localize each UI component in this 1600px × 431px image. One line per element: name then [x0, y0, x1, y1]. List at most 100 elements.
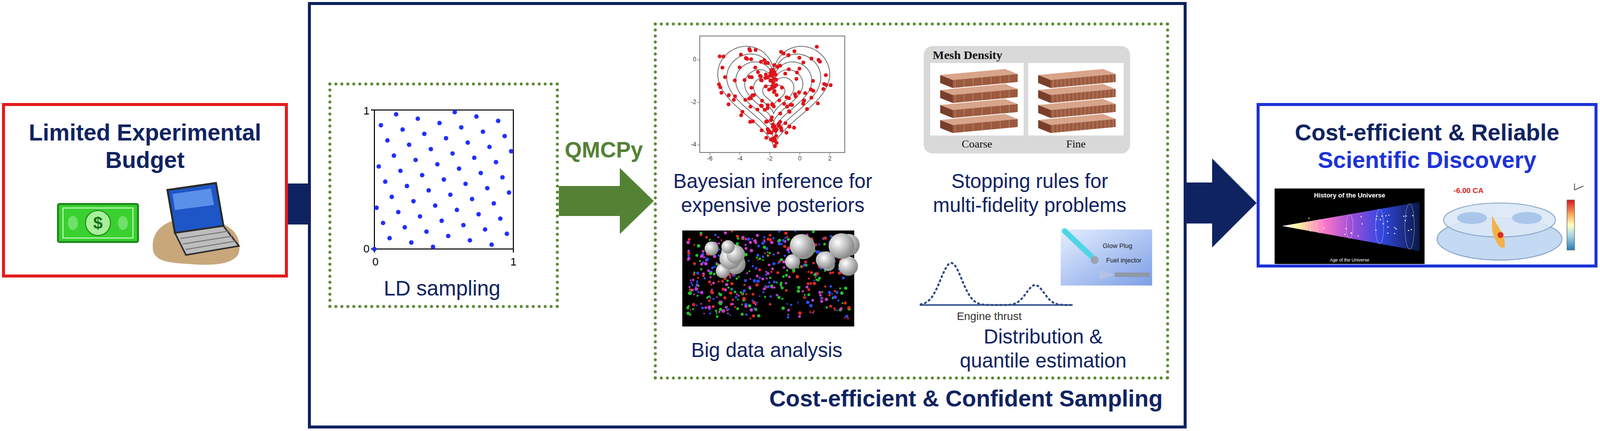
particle-image-part	[836, 309, 839, 312]
posterior-plot-part	[784, 95, 789, 100]
particle-image-part	[687, 251, 691, 255]
particle-image-part	[718, 301, 722, 305]
particle-image-part	[838, 254, 841, 257]
mesh-images-part	[1089, 106, 1090, 115]
particle-image-part	[693, 263, 696, 266]
sampling-panel: LD sampling	[328, 82, 559, 308]
mesh-images-part	[1065, 93, 1066, 102]
particle-image-part	[818, 243, 821, 246]
particle-image-part	[784, 236, 787, 239]
posterior-plot-part	[786, 52, 791, 57]
particle-image-part	[717, 242, 720, 245]
particle-image-part	[745, 312, 748, 316]
particle-image-part	[757, 258, 759, 261]
mesh-images-part	[940, 74, 953, 88]
posterior-plot-part	[749, 95, 754, 100]
particle-image-part	[736, 237, 740, 240]
posterior-plot-part	[771, 80, 776, 85]
posterior-plot-part	[828, 83, 833, 88]
mesh-images-part	[1061, 78, 1062, 87]
particle-image-part	[726, 279, 729, 282]
lattice-point	[454, 207, 460, 212]
particle-image-part	[839, 306, 843, 310]
mesh-images-part	[952, 73, 1018, 88]
lattice-point	[400, 127, 405, 132]
posterior-plot-part	[772, 89, 777, 94]
mesh-images-part	[1038, 68, 1116, 80]
particle-image-part	[786, 248, 790, 252]
posterior-plot-part	[749, 75, 754, 80]
particle-image-part	[722, 255, 725, 258]
particle-image-part	[689, 289, 691, 292]
laptop-icon-part	[185, 240, 237, 250]
axis-tick: 1	[363, 104, 370, 117]
mesh-images-part	[1105, 119, 1106, 128]
mesh-images-part	[940, 104, 953, 118]
posterior-plot-part	[823, 72, 828, 77]
posterior-plot-part	[769, 67, 774, 72]
posterior-plot-part	[762, 107, 767, 112]
particle-image-part	[700, 262, 704, 266]
particle-image-part	[829, 304, 833, 308]
particle-image-part	[686, 306, 690, 310]
particle-image-part	[844, 252, 848, 256]
particle-image-part	[703, 255, 706, 258]
particle-image-part	[720, 269, 723, 272]
particle-image-part	[812, 249, 816, 253]
mesh-images-part	[1009, 89, 1010, 98]
lattice-point	[469, 196, 475, 202]
particle-image-part	[719, 247, 742, 270]
particle-image-part	[726, 307, 729, 311]
particle-image-part	[789, 265, 793, 269]
particle-image-part	[777, 295, 781, 299]
particle-image-part	[709, 275, 712, 278]
particle-image-part	[787, 246, 791, 250]
mesh-images-part	[1061, 93, 1062, 102]
particle-image-part	[741, 292, 745, 296]
particle-image-part	[833, 263, 836, 266]
particle-image-part	[837, 233, 860, 256]
particle-image-part	[700, 267, 702, 270]
particle-image-part	[726, 309, 729, 312]
particle-image-part	[709, 270, 713, 274]
particle-image-part	[711, 304, 715, 308]
particle-image-part	[833, 295, 837, 299]
universe-image-part	[1376, 215, 1378, 217]
mesh-images-part	[1057, 79, 1058, 88]
particle-image-part	[733, 305, 736, 308]
particle-image-part	[815, 278, 818, 281]
particle-image-part	[687, 249, 690, 253]
posterior-plot-part	[768, 70, 773, 75]
particle-image-part	[826, 256, 829, 259]
posterior-plot-part	[765, 102, 770, 107]
mesh-images-part	[940, 119, 953, 133]
particle-image-part	[765, 246, 769, 250]
mesh-images-part	[952, 88, 1018, 103]
posterior-plot-part	[771, 122, 776, 127]
particle-image-part	[814, 271, 818, 275]
particle-image-part	[721, 239, 735, 254]
particle-image-part	[823, 236, 827, 240]
universe-image-part	[1316, 219, 1323, 234]
posterior-plot-part	[750, 93, 755, 98]
particle-image-part	[773, 286, 776, 289]
mesh-images-part	[940, 89, 953, 103]
particle-image-part	[719, 300, 723, 304]
axis-tick: -4	[690, 141, 697, 149]
posterior-plot-part	[772, 84, 777, 89]
lattice-point	[395, 209, 401, 215]
mesh-images-part	[982, 77, 983, 86]
posterior-plot-part	[697, 102, 700, 103]
posterior-plot-part	[776, 122, 781, 127]
universe-image-part	[1387, 226, 1389, 228]
particle-image-part	[700, 302, 703, 305]
particle-image-part	[806, 281, 810, 285]
particle-image	[682, 230, 860, 327]
particle-image-part	[742, 266, 745, 269]
particle-image-part	[787, 313, 790, 315]
particle-image-part	[768, 251, 771, 254]
universe-image-part	[1361, 223, 1363, 225]
particle-image-part	[803, 263, 807, 267]
particle-image-part	[724, 253, 746, 275]
mesh-panel: Mesh DensityCoarseFine	[923, 45, 1131, 154]
